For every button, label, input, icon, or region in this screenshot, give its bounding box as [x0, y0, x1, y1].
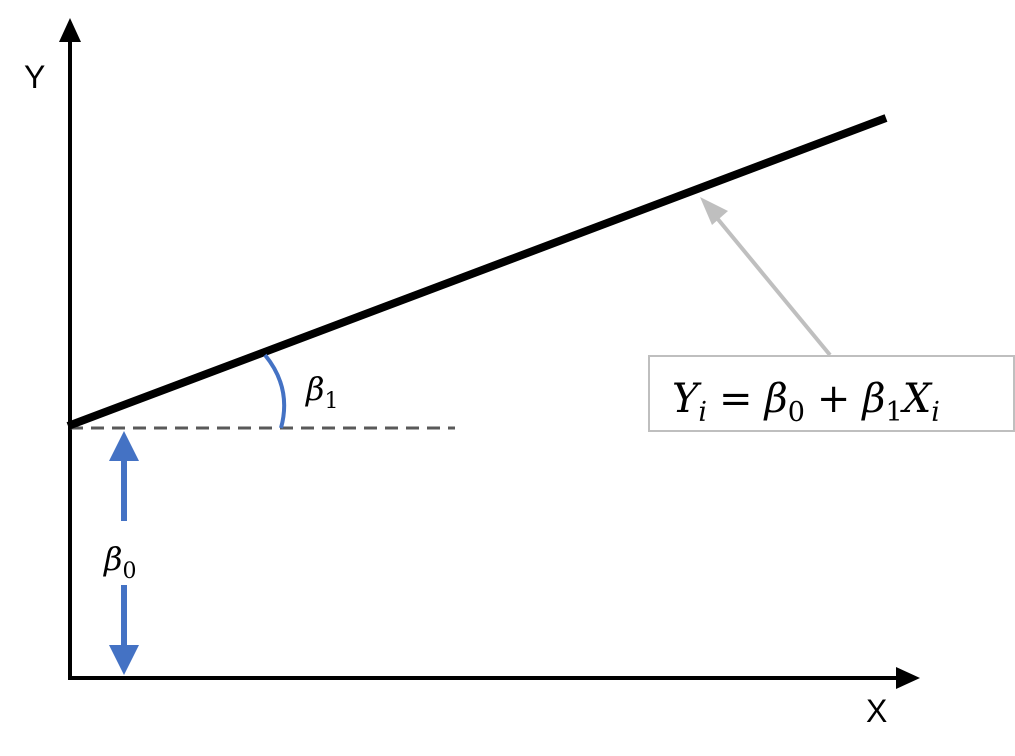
intercept-arrow-down-head — [109, 645, 139, 675]
callout-arrow-head — [700, 197, 728, 225]
slope-angle-arc — [263, 353, 287, 429]
intercept-arrow-up-head — [109, 431, 139, 461]
x-axis-arrowhead — [896, 667, 920, 689]
y-axis-arrowhead — [59, 18, 81, 42]
slope-label: β1 — [305, 370, 339, 414]
intercept-label: β0 — [103, 540, 137, 584]
y-axis-label: Y — [24, 59, 45, 95]
callout-arrow-shaft — [710, 210, 832, 357]
regression-equation: Yi=β0+β1Xi — [672, 376, 940, 428]
equation-box — [648, 355, 1015, 432]
x-axis-label: X — [866, 693, 887, 729]
regression-line — [66, 114, 888, 430]
